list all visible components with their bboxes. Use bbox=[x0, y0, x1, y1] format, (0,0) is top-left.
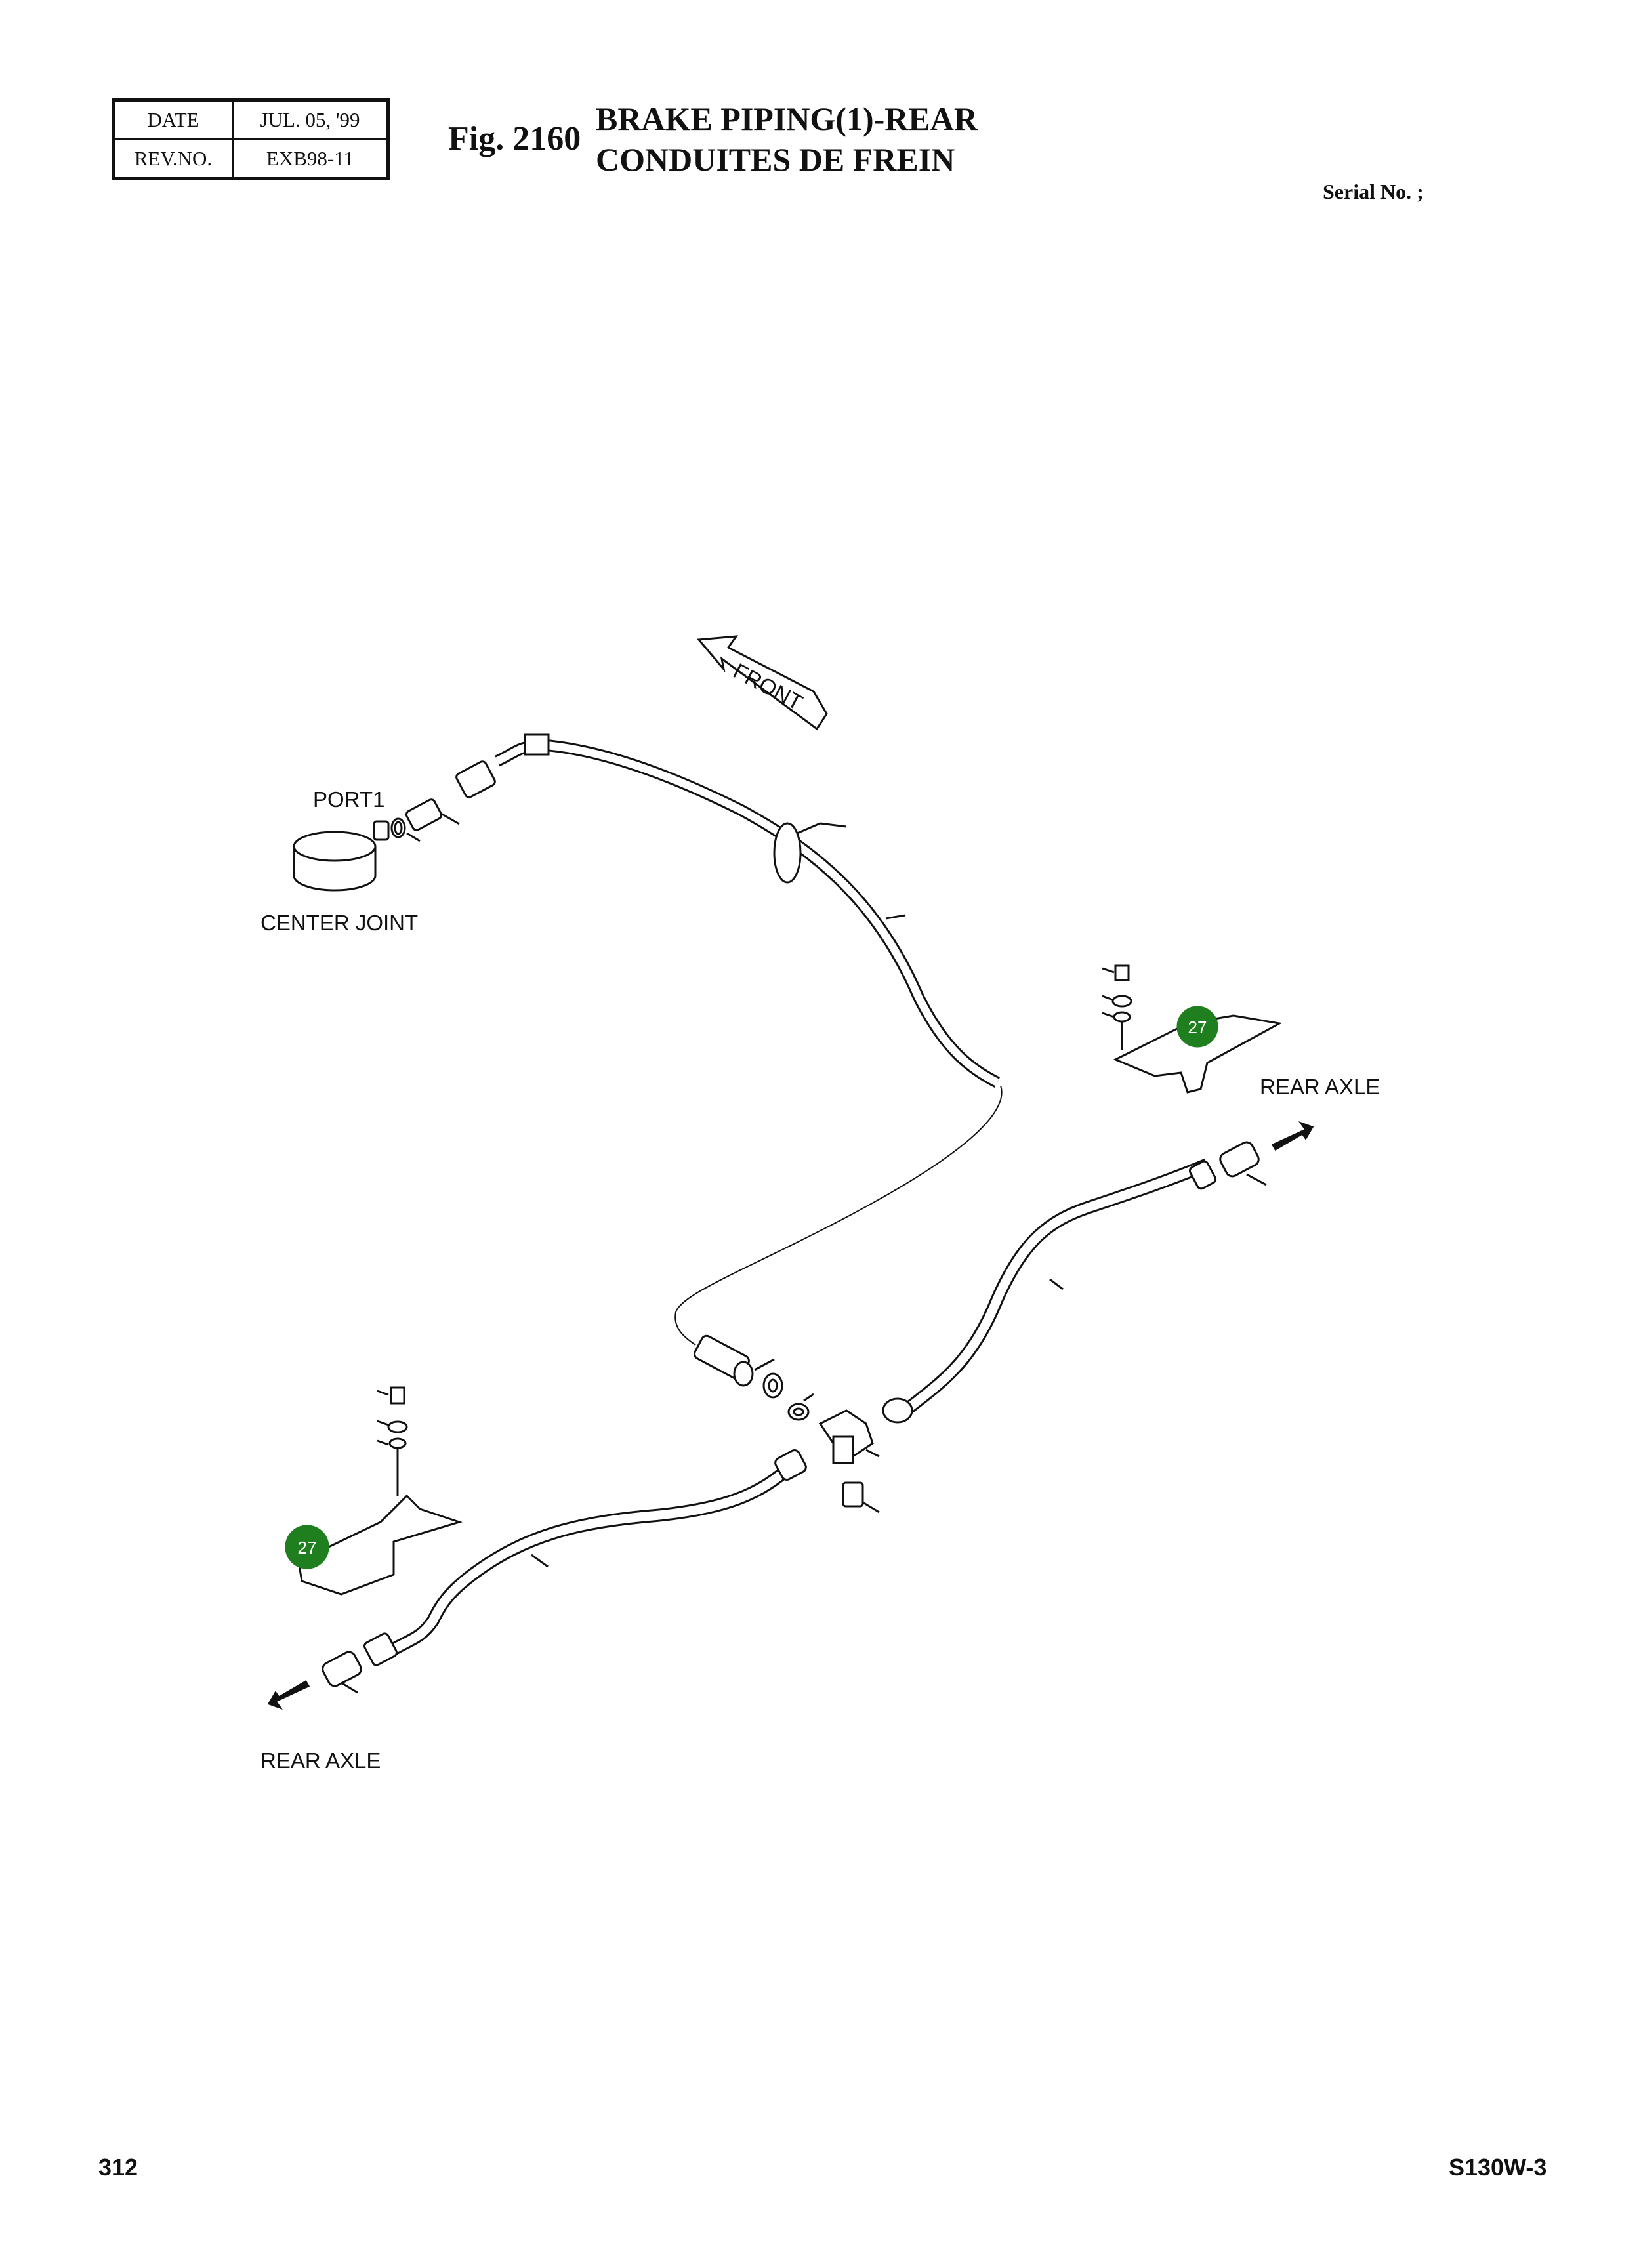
left-bracket bbox=[297, 1386, 463, 1596]
date-value: JUL. 05, '99 bbox=[232, 99, 389, 140]
rev-label: REV.NO. bbox=[112, 138, 234, 180]
right-hose bbox=[901, 1121, 1314, 1416]
left-hose bbox=[267, 1449, 807, 1710]
upper-hose bbox=[495, 733, 1001, 1088]
model-number: S130W-3 bbox=[1449, 2154, 1547, 2181]
port-fittings bbox=[390, 760, 496, 842]
front-label: FRONT bbox=[730, 659, 807, 715]
page-number: 312 bbox=[98, 2154, 138, 2181]
port-label: PORT1 bbox=[313, 787, 384, 812]
front-arrow: FRONT bbox=[696, 635, 828, 731]
revision-table: DATE JUL. 05, '99 REV.NO. EXB98-11 bbox=[112, 98, 390, 180]
rear-axle-label-right: REAR AXLE bbox=[1260, 1075, 1380, 1099]
rear-axle-label-left: REAR AXLE bbox=[260, 1748, 381, 1773]
center-joint-label: CENTER JOINT bbox=[260, 911, 418, 935]
serial-number: Serial No. ; bbox=[1323, 180, 1424, 203]
date-label: DATE bbox=[112, 99, 234, 140]
center-joint bbox=[293, 820, 390, 892]
figure-number: Fig. 2160 bbox=[448, 120, 581, 157]
title-english: BRAKE PIPING(1)-REAR bbox=[596, 100, 978, 137]
figure-title: BRAKE PIPING(1)-REAR CONDUITES DE FREIN bbox=[596, 98, 978, 180]
connection-line bbox=[674, 1085, 1003, 1346]
callout-27-right bbox=[1176, 1006, 1218, 1048]
callout-27-left-label: 27 bbox=[298, 1538, 317, 1557]
rev-value: EXB98-11 bbox=[232, 138, 389, 180]
callout-27-left bbox=[285, 1525, 329, 1569]
tee-fittings bbox=[694, 1334, 913, 1514]
callout-27-right-label: 27 bbox=[1188, 1018, 1207, 1037]
title-french: CONDUITES DE FREIN bbox=[596, 141, 955, 178]
